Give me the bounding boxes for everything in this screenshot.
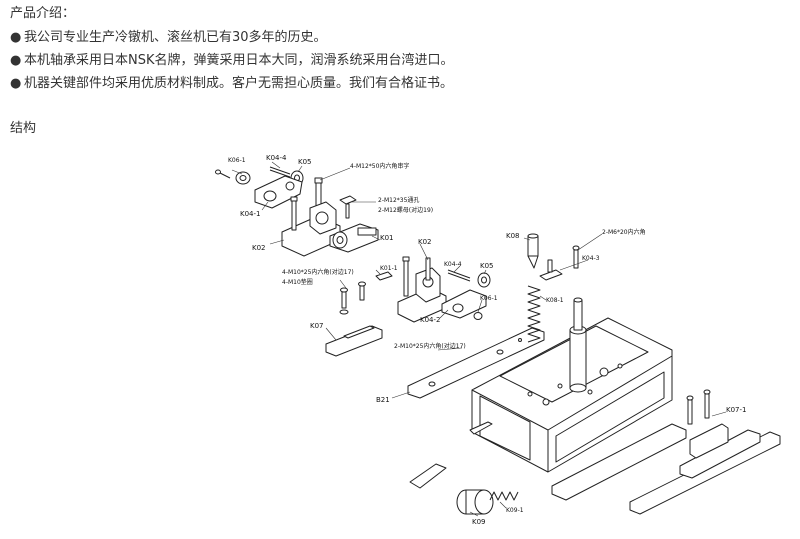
label-k04-2: K04-2 (420, 316, 440, 324)
wedge-part (409, 421, 493, 489)
label-b21: B21 (376, 396, 390, 404)
punch-k08-part (527, 233, 539, 269)
label-m12x35: 2-M12*35通孔 (378, 196, 419, 204)
label-k04-4: K04-4 (266, 154, 287, 162)
nut-k06-1-right-part (473, 312, 483, 320)
block-k02-right-part (397, 256, 447, 323)
square-nut-part (339, 195, 357, 219)
left-bolts-part (339, 281, 366, 315)
feature-item: ●机器关键部件均采用优质材料制成。客户无需担心质量。我们有合格证书。 (10, 76, 790, 92)
label-m12nut: 2-M12螺母(对边19) (378, 206, 433, 214)
key-k01-1-part (375, 271, 393, 281)
label-k04-3: K04-3 (582, 255, 600, 262)
feature-item: ●我公司专业生产冷镦机、滚丝机已有30多年的历史。 (10, 30, 790, 46)
bullet-icon: ● (10, 76, 22, 91)
feature-text: 本机轴承采用日本NSK名牌，弹簧采用日本大同，润滑系统采用台湾进口。 (24, 53, 454, 68)
label-k05: K05 (298, 158, 312, 166)
label-m10x25b: 2-M10*25内六角(对边17) (394, 342, 466, 350)
feature-text: 我公司专业生产冷镦机、滚丝机已有30多年的历史。 (24, 30, 327, 45)
label-k09-1: K09-1 (506, 507, 524, 514)
shaft-k01-part (329, 223, 379, 253)
label-k06-1: K06-1 (228, 157, 246, 164)
plate-b21-part (407, 327, 545, 399)
structure-title: 结构 (10, 121, 37, 136)
label-k04-1: K04-1 (240, 210, 260, 218)
label-k04-4-right: K04-4 (444, 261, 462, 268)
label-k05-right: K05 (480, 262, 494, 270)
label-k01-1: K01-1 (380, 265, 398, 272)
label-m10washer: 4-M10垫圈 (282, 278, 313, 286)
label-m12x50: 4-M12*50内六角串字 (350, 162, 409, 170)
feature-text: 机器关键部件均采用优质材料制成。客户无需担心质量。我们有合格证书。 (24, 76, 454, 91)
block-k02-left-part (281, 196, 341, 257)
arm-k04-1-part (254, 175, 303, 209)
label-k02-left: K02 (252, 244, 266, 252)
slider-k07-part (325, 325, 383, 357)
main-frame-part (471, 297, 673, 473)
part-k04-3-part (539, 245, 580, 281)
washer-k05-right-part (477, 272, 491, 288)
screw-part (215, 169, 231, 179)
product-intro: 产品介绍： ●我公司专业生产冷镦机、滚丝机已有30多年的历史。 ●本机轴承采用日… (10, 6, 790, 99)
label-k06-1-right: K06-1 (480, 295, 498, 302)
label-m6x20: 2-M6*20内六角 (602, 228, 646, 236)
label-k08-1: K08-1 (546, 297, 564, 304)
knob-k09-part (456, 489, 494, 515)
label-m10x25a: 4-M10*25内六角(对边17) (282, 268, 354, 276)
label-k07-1: K07-1 (726, 406, 746, 414)
label-k07: K07 (310, 322, 324, 330)
spring-k08-1-part (527, 285, 541, 343)
label-k08: K08 (506, 232, 520, 240)
nut-k06-1-part (235, 171, 251, 185)
intro-title: 产品介绍： (10, 6, 76, 21)
spring-k09-1-part (489, 491, 519, 501)
feature-item: ●本机轴承采用日本NSK名牌，弹簧采用日本大同，润滑系统采用台湾进口。 (10, 53, 790, 69)
bolts-k07-1-part (686, 389, 711, 425)
label-k02-right: K02 (418, 238, 432, 246)
arm-k04-2-part (441, 289, 487, 319)
pin-k04-4-right-part (447, 269, 471, 282)
exploded-assembly-drawing: K06-1 K04-4 K05 4-M12*50内六角串字 K04-1 2-M1… (215, 154, 781, 526)
label-k01: K01 (380, 234, 394, 242)
rail-part (551, 423, 781, 515)
pin-k04-4-part (269, 166, 291, 178)
bullet-icon: ● (10, 53, 22, 68)
bullet-icon: ● (10, 30, 22, 45)
label-k09: K09 (472, 518, 486, 526)
feature-list: ●我公司专业生产冷镦机、滚丝机已有30多年的历史。 ●本机轴承采用日本NSK名牌… (10, 30, 790, 92)
